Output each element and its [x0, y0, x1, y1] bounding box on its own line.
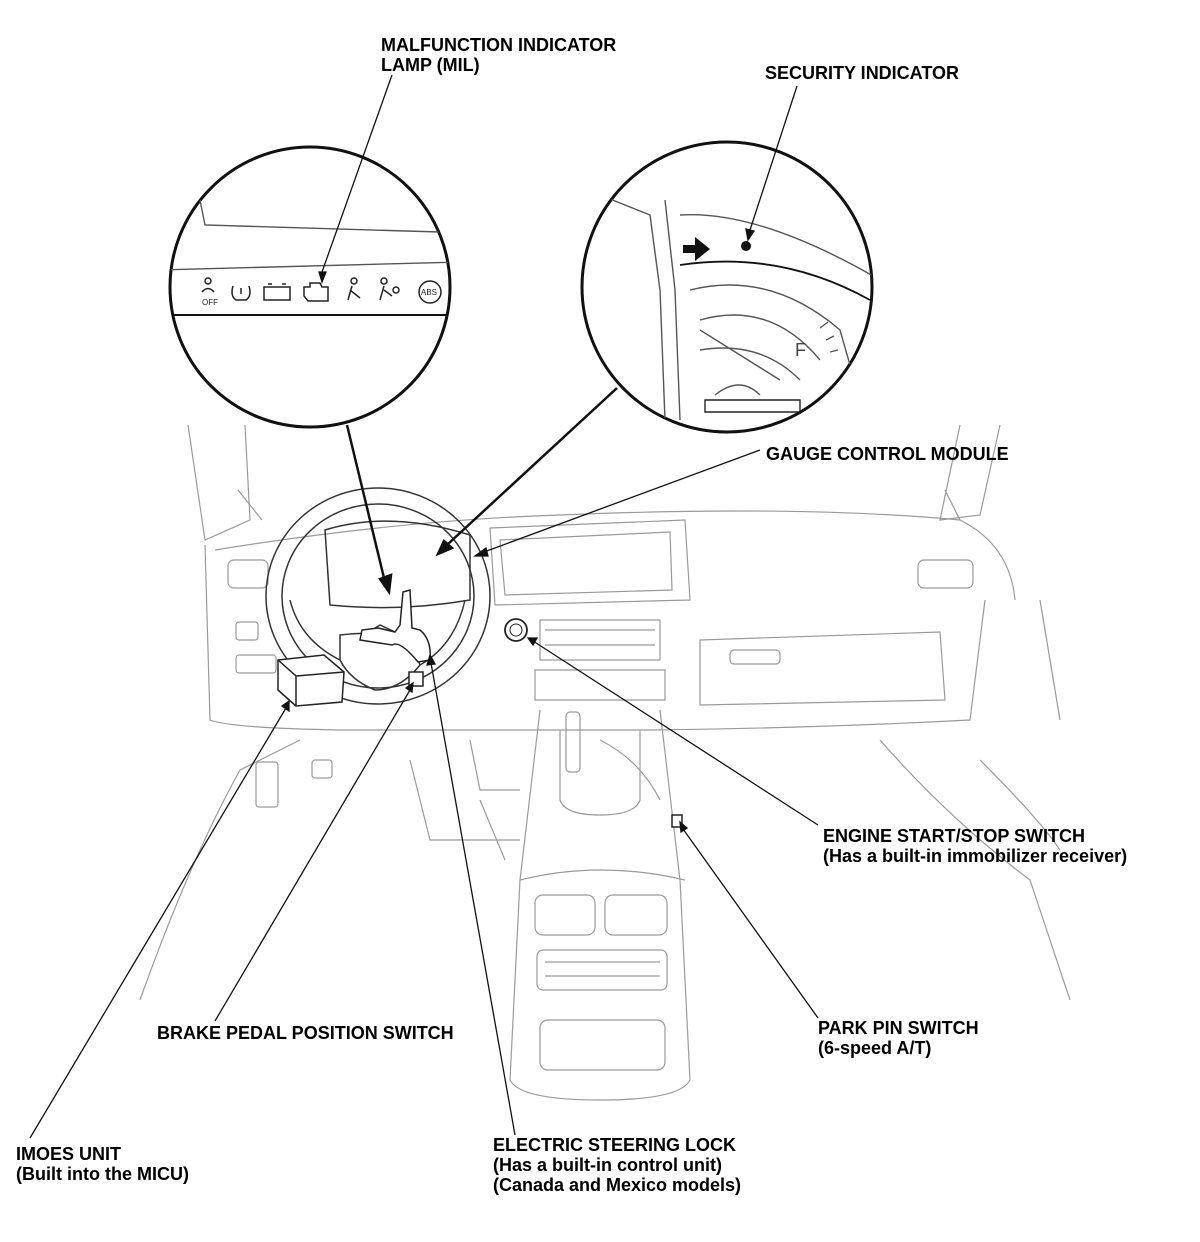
imoes-unit-box	[277, 654, 345, 707]
mil-inset: OFF ABS	[168, 145, 452, 429]
security-inset: F	[580, 140, 874, 434]
gauge-control-module-label: GAUGE CONTROL MODULE	[766, 444, 1009, 464]
mil-label: MALFUNCTION INDICATOR LAMP (MIL)	[381, 35, 617, 75]
arrow-icon	[683, 237, 710, 261]
park-pin-switch-box	[671, 814, 683, 828]
brake-pedal-position-switch-label: BRAKE PEDAL POSITION SWITCH	[157, 1023, 454, 1043]
security-dot-icon	[741, 241, 751, 251]
imoes-unit-label: IMOES UNIT (Built into the MICU)	[16, 1144, 189, 1184]
airbag-icon	[379, 277, 400, 301]
battery-icon	[263, 283, 291, 301]
icon-abs-text: ABS	[421, 288, 437, 297]
inset-pointers	[345, 387, 618, 596]
switch-stalk	[359, 589, 432, 663]
engine-start-stop-switch-label: ENGINE START/STOP SWITCH (Has a built-in…	[823, 826, 1128, 866]
electric-steering-lock-label: ELECTRIC STEERING LOCK (Has a built-in c…	[493, 1135, 742, 1195]
seatbelt-icon	[347, 277, 361, 301]
engine-start-button	[504, 618, 528, 642]
dashboard-outline	[139, 424, 1071, 1101]
check-engine-icon	[303, 282, 329, 302]
gauge-f-text: F	[795, 340, 806, 360]
passenger-airbag-off-icon	[201, 277, 215, 293]
brake-switch-box	[408, 671, 424, 687]
tpms-icon	[231, 285, 251, 301]
leader-lines	[29, 74, 819, 1139]
security-indicator-label: SECURITY INDICATOR	[765, 63, 960, 83]
icon-off-text: OFF	[202, 298, 218, 307]
park-pin-switch-label: PARK PIN SWITCH (6-speed A/T)	[818, 1018, 979, 1058]
abs-icon	[418, 280, 442, 304]
